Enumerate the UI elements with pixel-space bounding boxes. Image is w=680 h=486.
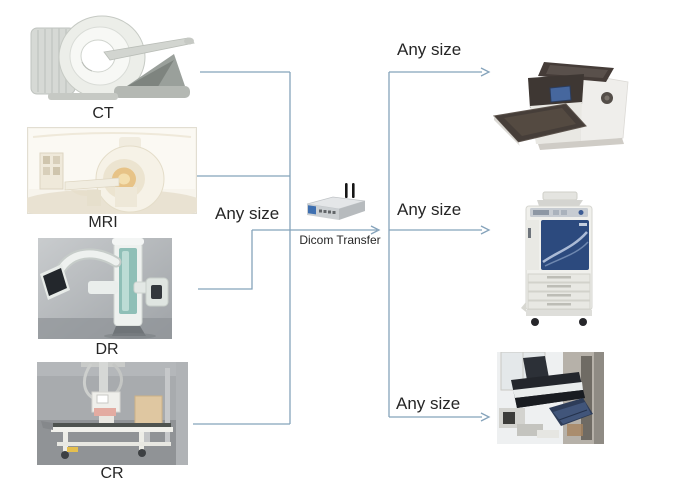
dr-xray-illustration <box>38 238 172 339</box>
mri-image <box>27 127 197 214</box>
printer-top-image <box>490 54 638 160</box>
large-format-printer-illustration <box>493 62 629 150</box>
mri-label: MRI <box>88 214 118 231</box>
dicom-transfer-image <box>302 182 370 224</box>
wireless-router-icon <box>306 183 366 220</box>
edge-label-bottom-output: Any size <box>396 394 461 413</box>
edge-label-middle-output: Any size <box>397 200 462 219</box>
cr-xray-room-illustration <box>37 362 188 465</box>
hub-label: Dicom Transfer <box>299 233 381 247</box>
edge-label-input: Any size <box>215 204 280 223</box>
ct-scanner-illustration <box>30 15 195 100</box>
hub-arrowhead-icon <box>370 225 381 235</box>
cr-image <box>37 362 188 465</box>
printer-middle-image <box>513 190 605 330</box>
dr-label: DR <box>95 341 119 358</box>
cr-label: CR <box>100 465 124 482</box>
dr-connector-line <box>198 230 253 290</box>
printer-bottom-image <box>497 352 604 444</box>
dr-image <box>38 238 172 339</box>
bottom-output-arrowhead-icon <box>480 412 491 422</box>
top-output-arrowhead-icon <box>480 67 491 77</box>
middle-output-arrowhead-icon <box>480 225 491 235</box>
ct-label: CT <box>92 105 114 122</box>
office-copier-illustration <box>521 191 593 326</box>
desktop-film-printer-illustration <box>497 352 604 444</box>
ct-image <box>28 12 196 108</box>
mri-scanner-illustration <box>27 127 197 214</box>
edge-label-top-output: Any size <box>397 40 462 59</box>
